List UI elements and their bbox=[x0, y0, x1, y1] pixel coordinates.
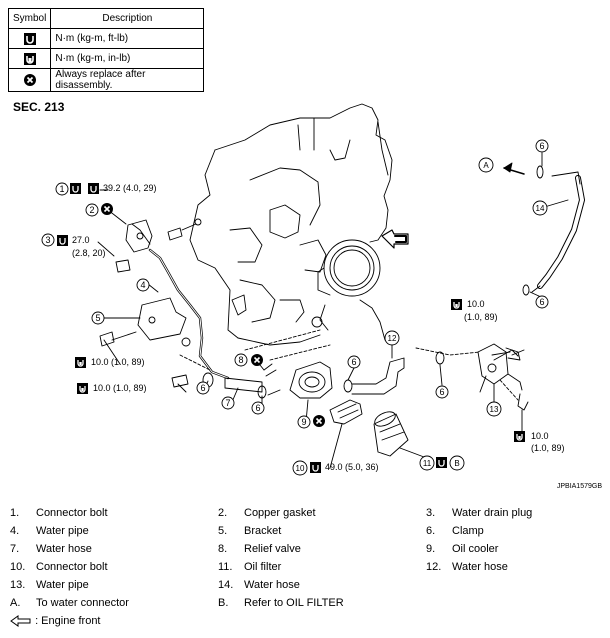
water-hose-14 bbox=[537, 175, 585, 289]
callout-1: 1 bbox=[55, 182, 69, 196]
cooling-diagram: 1 2 3 4 5 6 7 6 8 9 10 6 12 6 11 B 13 6 … bbox=[41, 103, 585, 476]
legend-item-6: 6.Clamp bbox=[426, 525, 484, 537]
bracket-bolt-torque-icon bbox=[74, 356, 87, 369]
legend-item-10: 10.Connector bolt bbox=[10, 561, 108, 573]
callout-6b: 6 bbox=[251, 401, 265, 415]
legend-item-7: 7.Water hose bbox=[10, 543, 92, 555]
callout-6d: 6 bbox=[435, 385, 449, 399]
legend-item-5: 5.Bracket bbox=[218, 525, 282, 537]
torque-ft-lb-icon bbox=[7, 28, 52, 49]
svg-text:14: 14 bbox=[536, 204, 545, 213]
torque-label-5: 10.0 (1.0, 89) bbox=[91, 357, 145, 367]
svg-text:6: 6 bbox=[351, 357, 356, 367]
torque-in-lb-icon bbox=[7, 48, 52, 69]
torque-label-right-1a: 10.0 bbox=[467, 299, 485, 309]
callout-2: 2 bbox=[85, 203, 99, 217]
svg-text:6: 6 bbox=[539, 141, 544, 151]
figure-code: JPBIA1579GB bbox=[556, 483, 602, 490]
crank-pulley bbox=[323, 239, 381, 297]
connector-bolt-1 bbox=[167, 223, 197, 241]
svg-text:5: 5 bbox=[95, 313, 100, 323]
copper-gasket-replace-icon bbox=[100, 202, 114, 216]
oil-cooler-replace-icon bbox=[312, 414, 326, 428]
callout-13: 13 bbox=[486, 401, 502, 417]
callout-12: 12 bbox=[384, 330, 400, 346]
oil-cooler bbox=[289, 361, 333, 399]
legend-item-11: 11.Oil filter bbox=[218, 561, 282, 573]
callout-B: B bbox=[449, 455, 465, 471]
water-hose-7 bbox=[224, 377, 263, 393]
legend-item-12: 12.Water hose bbox=[426, 561, 508, 573]
legend-item-4: 4.Water pipe bbox=[10, 525, 89, 537]
callout-6f: 6 bbox=[535, 295, 549, 309]
callout-6a: 6 bbox=[196, 381, 210, 395]
bracket-5 bbox=[137, 297, 187, 341]
callout-11: 11 bbox=[419, 455, 435, 471]
svg-text:11: 11 bbox=[423, 459, 432, 468]
engine-front-legend: : Engine front bbox=[10, 615, 101, 628]
callout-14: 14 bbox=[532, 200, 548, 216]
replace-after-disassembly-icon bbox=[7, 68, 52, 92]
torque-label-right-1b: (1.0, 89) bbox=[464, 312, 498, 322]
engine-block bbox=[214, 103, 393, 243]
legend-item-B: B.Refer to OIL FILTER bbox=[218, 597, 344, 609]
water-hose-12 bbox=[351, 357, 405, 395]
legend-item-14: 14.Water hose bbox=[218, 579, 300, 591]
torque-label-6: 10.0 (1.0, 89) bbox=[93, 383, 147, 393]
svg-text:A: A bbox=[483, 161, 489, 170]
callout-A: A bbox=[478, 157, 494, 173]
legend-item-A: A.To water connector bbox=[10, 597, 129, 609]
section-label: SEC. 213 bbox=[13, 100, 65, 114]
svg-text:12: 12 bbox=[388, 334, 397, 343]
svg-text:13: 13 bbox=[490, 405, 499, 414]
callout-3: 3 bbox=[41, 233, 55, 247]
torque-label-right-2b: (1.0, 89) bbox=[531, 443, 565, 453]
engine-front-arrow bbox=[381, 229, 409, 249]
legend-item-1: 1.Connector bolt bbox=[10, 507, 108, 519]
svg-text:8: 8 bbox=[238, 355, 243, 365]
torque-label-3a: 27.0 bbox=[72, 235, 90, 245]
torque-label-3b: (2.8, 20) bbox=[72, 248, 106, 258]
water-drain-plug bbox=[115, 259, 131, 273]
callout-6c: 6 bbox=[347, 355, 361, 369]
torque-label-10: 49.0 (5.0, 36) bbox=[325, 462, 379, 472]
symbol-table: Symbol Description N·m (kg-m, ft-lb) N·m… bbox=[7, 8, 205, 92]
svg-text:6: 6 bbox=[255, 403, 260, 413]
legend-item-8: 8.Relief valve bbox=[218, 543, 301, 555]
callout-7: 7 bbox=[221, 396, 235, 410]
svg-text:6: 6 bbox=[200, 383, 205, 393]
callout-10: 10 bbox=[292, 460, 308, 476]
svg-text:4: 4 bbox=[140, 280, 145, 290]
callout-6e: 6 bbox=[535, 139, 549, 153]
svg-text:6: 6 bbox=[439, 387, 444, 397]
relief-valve-replace-icon bbox=[250, 353, 264, 367]
engine-front-arrow-icon bbox=[10, 615, 31, 628]
legend-item-2: 2.Copper gasket bbox=[218, 507, 316, 519]
callout-4: 4 bbox=[136, 278, 150, 292]
torque-label-right-2a: 10.0 bbox=[531, 431, 549, 441]
svg-text:9: 9 bbox=[301, 417, 306, 427]
svg-text:7: 7 bbox=[225, 398, 230, 408]
symbol-row-desc: Always replace after disassembly. bbox=[50, 68, 205, 92]
torque-label-1: 39.2 (4.0, 29) bbox=[103, 183, 157, 193]
oil-filter bbox=[373, 413, 409, 457]
callout-9: 9 bbox=[297, 415, 311, 429]
callout-5: 5 bbox=[91, 311, 105, 325]
svg-text:2: 2 bbox=[89, 205, 94, 215]
legend-item-9: 9.Oil cooler bbox=[426, 543, 499, 555]
connector-bolt-10 bbox=[329, 399, 363, 425]
svg-text:1: 1 bbox=[59, 184, 64, 194]
svg-text:3: 3 bbox=[45, 235, 50, 245]
callout-8: 8 bbox=[234, 353, 248, 367]
svg-text:B: B bbox=[454, 459, 459, 468]
svg-text:10: 10 bbox=[296, 464, 305, 473]
bracket-bolt-1-torque-icon bbox=[69, 182, 82, 195]
legend-item-3: 3.Water drain plug bbox=[426, 507, 533, 519]
relief-valve bbox=[263, 363, 277, 377]
legend-item-13: 13.Water pipe bbox=[10, 579, 89, 591]
svg-text:6: 6 bbox=[539, 297, 544, 307]
